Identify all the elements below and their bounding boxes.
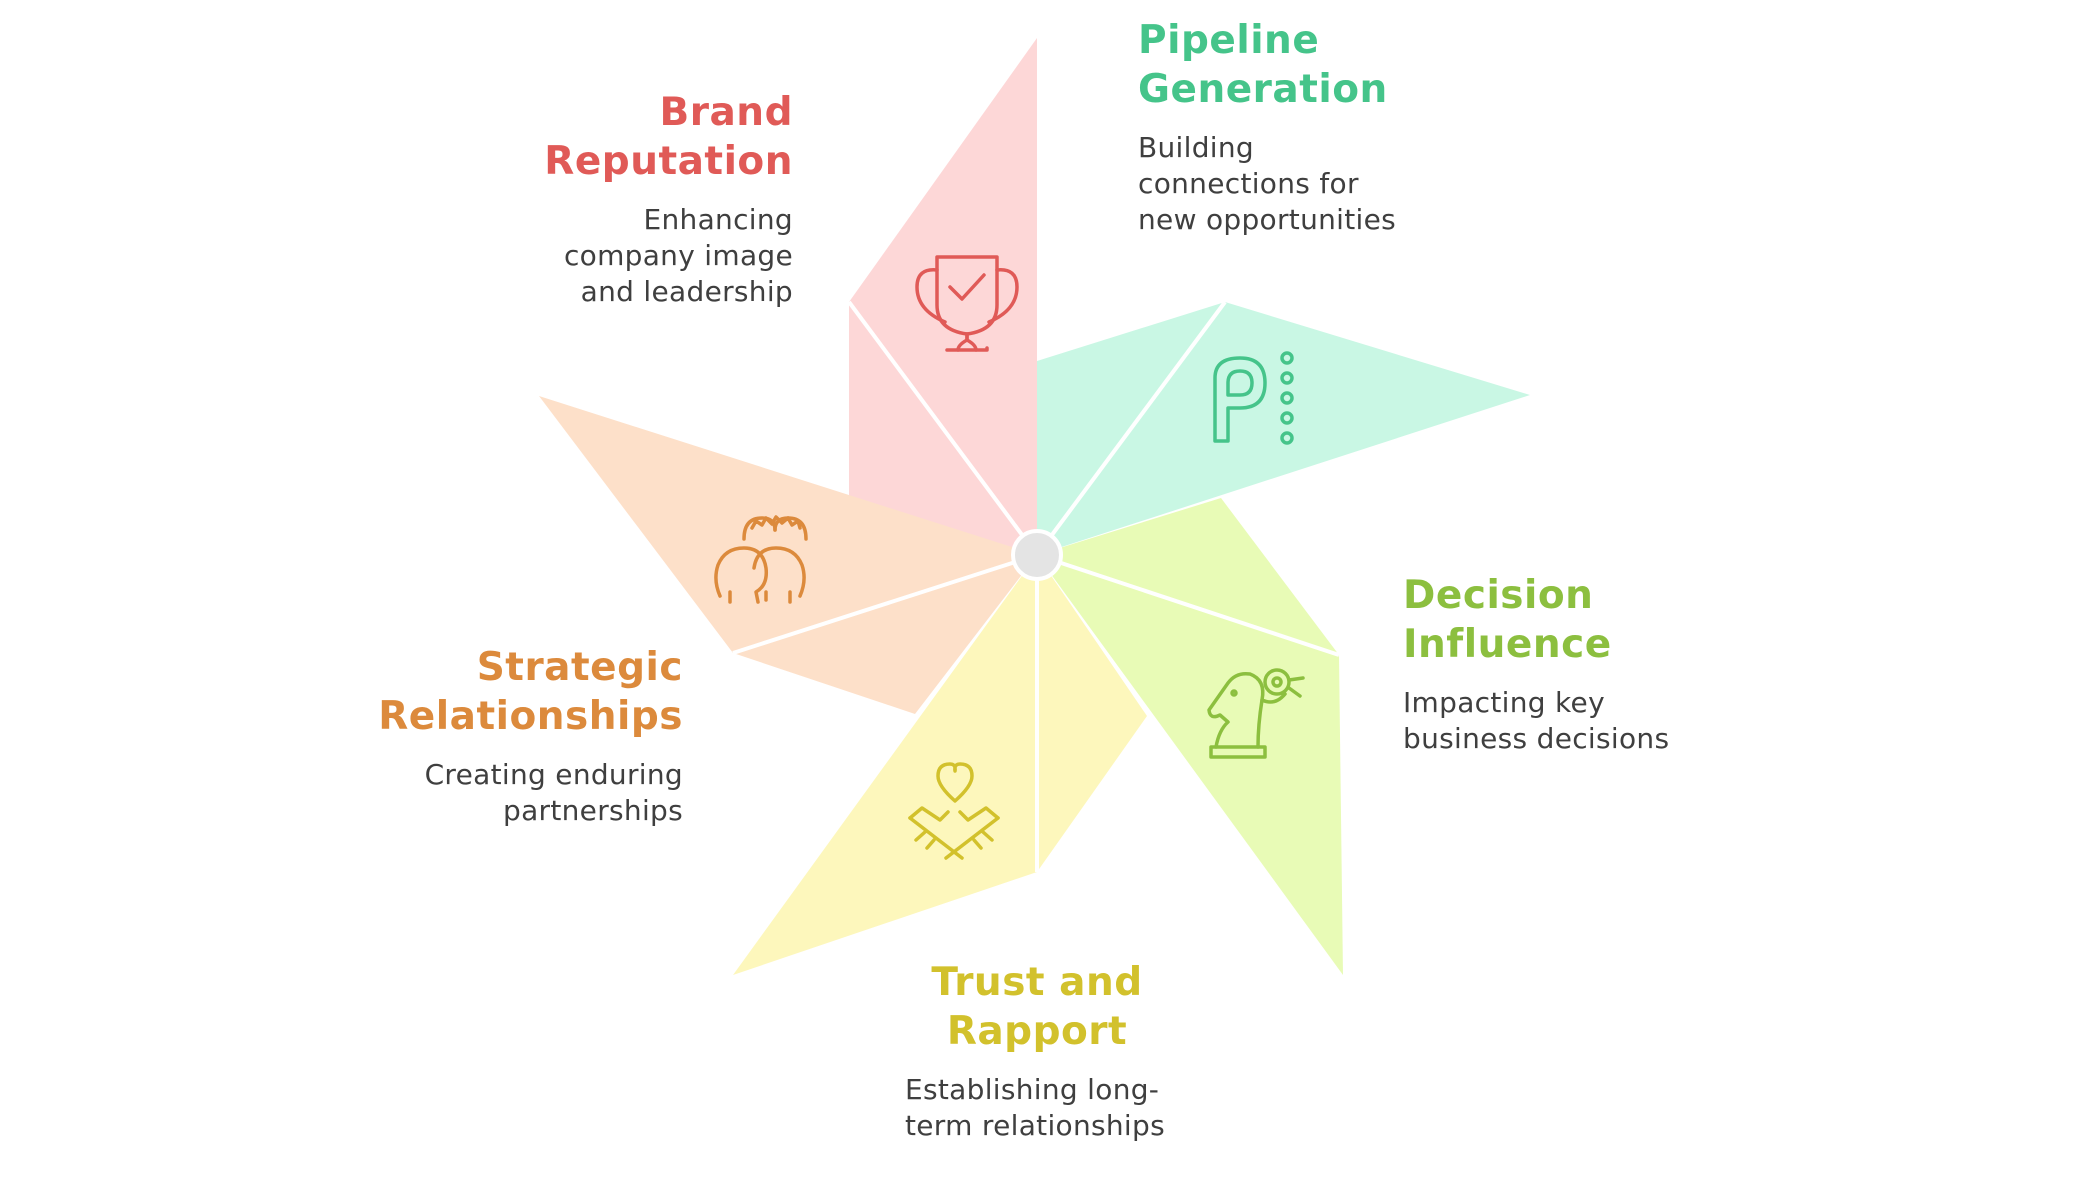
- label-brand-reputation: Brand Reputation Enhancing company image…: [500, 88, 793, 310]
- label-trust-rapport: Trust and Rapport Establishing long- ter…: [837, 958, 1237, 1144]
- label-decision-influence: Decision Influence Impacting key busines…: [1403, 571, 1783, 757]
- label-pipeline-generation: Pipeline Generation Building connections…: [1138, 16, 1518, 238]
- trust-rapport-description: Establishing long- term relationships: [905, 1073, 1165, 1142]
- blade-pipeline-generation: [1035, 300, 1530, 557]
- people-group-icon: [714, 515, 808, 604]
- blade-strategic-relationships: [539, 396, 1038, 714]
- trophy-icon: [915, 255, 1019, 352]
- label-strategic-relationships: Strategic Relationships Creating endurin…: [360, 643, 683, 829]
- blade-decision-influence: [1036, 498, 1343, 975]
- brand-reputation-description: Enhancing company image and leadership: [563, 203, 793, 308]
- handshake-heart-icon: [908, 762, 1000, 860]
- blade-brand-reputation: [847, 38, 1039, 557]
- trust-rapport-title: Trust and Rapport: [931, 960, 1143, 1054]
- chess-knight-icon: [1207, 668, 1305, 759]
- decision-influence-description: Impacting key business decisions: [1403, 686, 1670, 755]
- blade-trust-rapport: [733, 555, 1147, 975]
- strategic-relationships-title: Strategic Relationships: [378, 645, 683, 739]
- center-hub: [1011, 529, 1063, 581]
- brand-reputation-title: Brand Reputation: [544, 90, 793, 184]
- pipeline-icon: [1213, 351, 1294, 445]
- pipeline-generation-title: Pipeline Generation: [1138, 18, 1388, 112]
- pipeline-generation-description: Building connections for new opportuniti…: [1138, 131, 1397, 236]
- strategic-relationships-description: Creating enduring partnerships: [424, 758, 683, 827]
- decision-influence-title: Decision Influence: [1403, 573, 1612, 667]
